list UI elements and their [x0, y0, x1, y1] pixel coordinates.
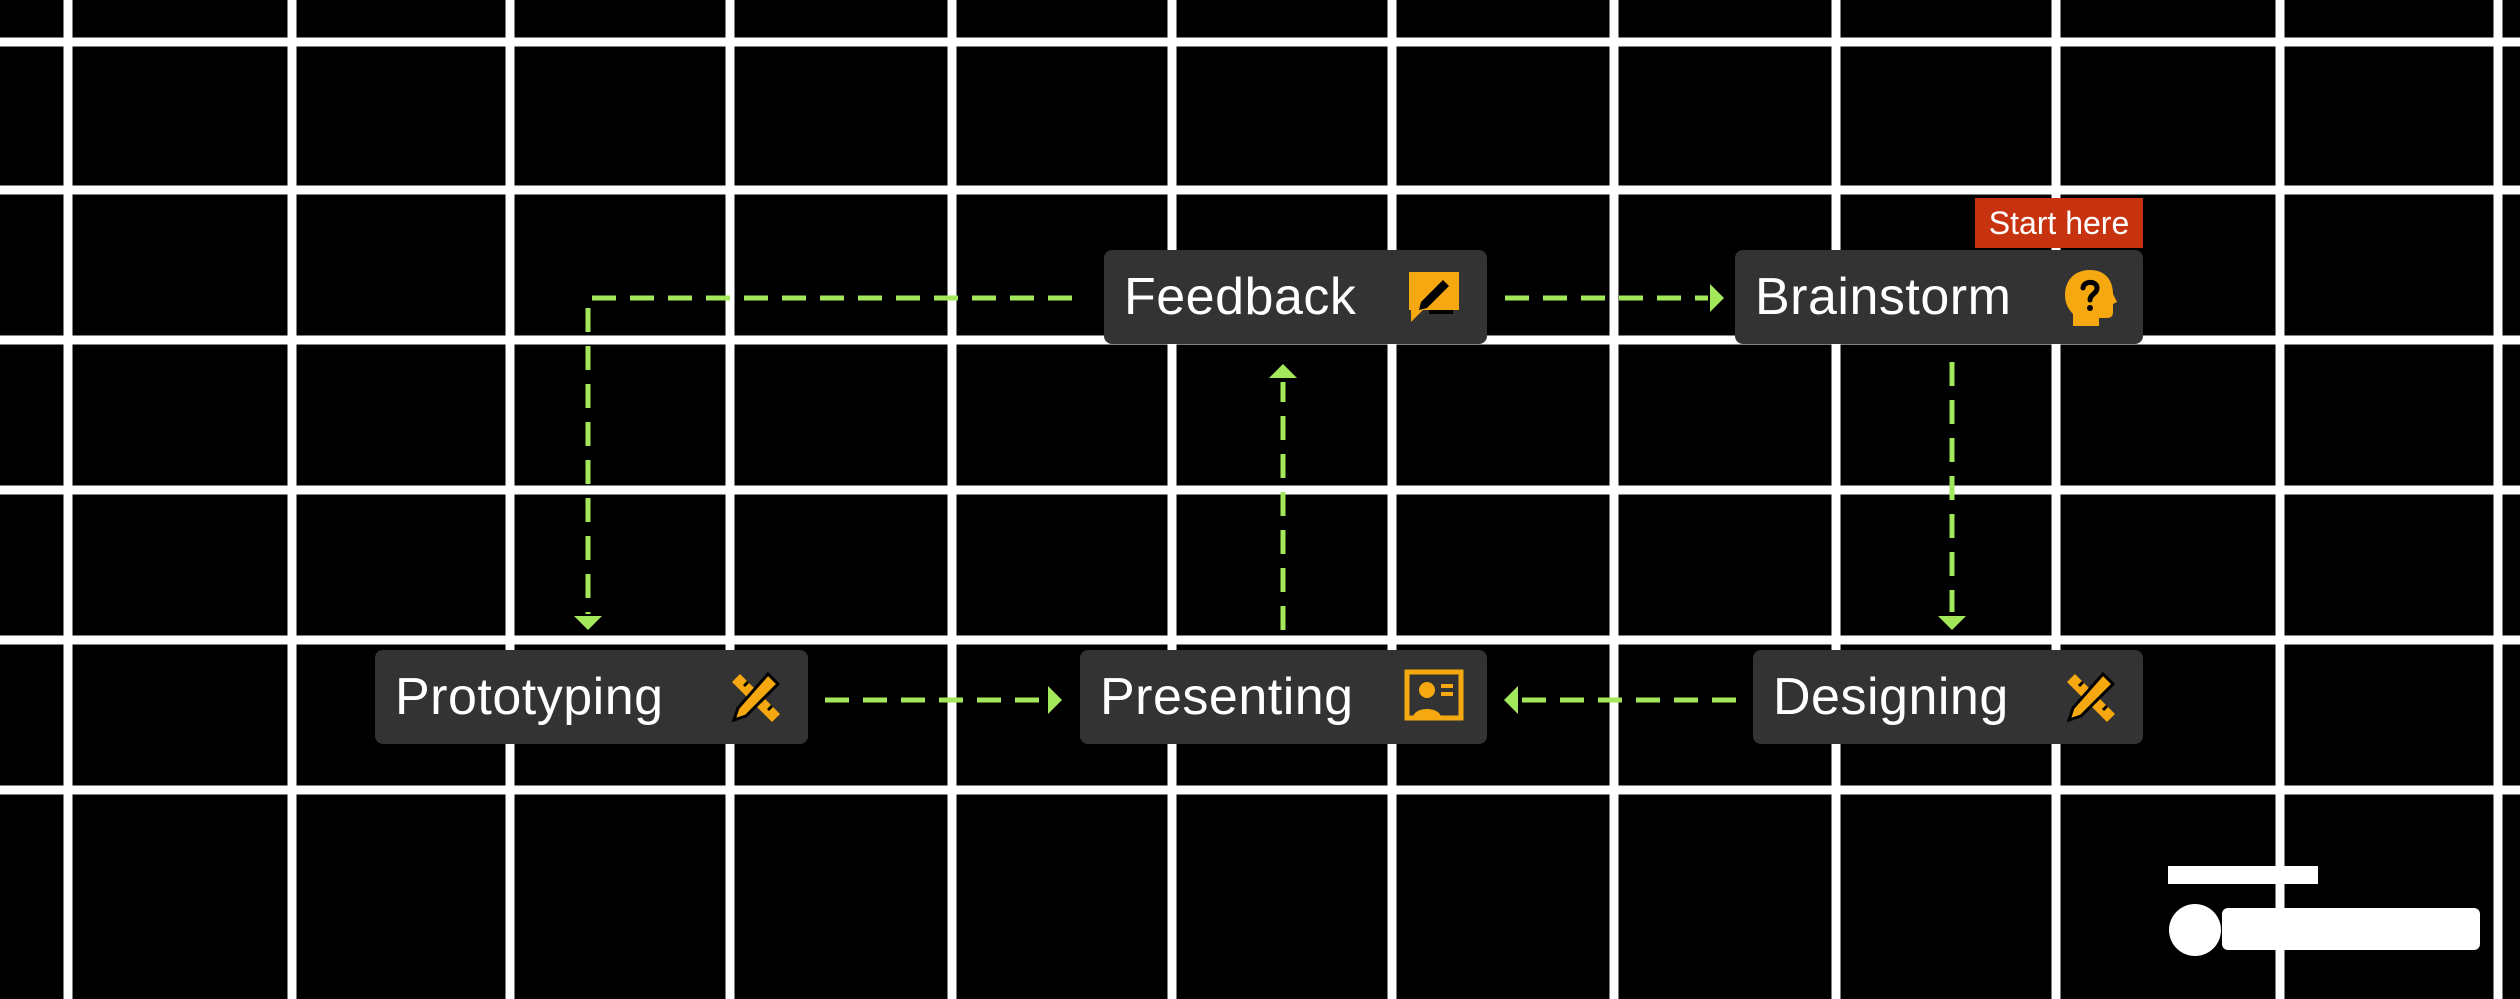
node-feedback[interactable]: Feedback	[1104, 250, 1487, 344]
connector-arrowhead	[1269, 364, 1297, 378]
connector-arrowhead	[1504, 686, 1518, 714]
watermark-shapes	[2168, 866, 2480, 956]
feedback-chat-pen-icon	[1409, 272, 1459, 322]
connector-line	[585, 295, 1072, 614]
node-brainstorm[interactable]: Brainstorm	[1735, 250, 2143, 344]
presentation-person-icon	[1404, 669, 1464, 721]
connector-arrowhead	[1048, 686, 1062, 714]
node-label: Prototyping	[395, 668, 664, 726]
node-label: Feedback	[1124, 268, 1357, 326]
connector-arrowhead	[1710, 284, 1724, 312]
node-prototyping[interactable]: Prototyping	[375, 650, 808, 744]
start-here-badge: Start here	[1975, 198, 2143, 248]
head-question-icon	[2065, 270, 2117, 326]
node-label: Designing	[1773, 668, 2009, 726]
connector-arrowhead	[574, 616, 602, 630]
connector-arrowhead	[1938, 616, 1966, 630]
watermark-tag-bar	[2168, 866, 2318, 884]
pencil-ruler-icon	[2066, 671, 2116, 723]
watermark-wordmark	[2222, 908, 2480, 950]
node-presenting[interactable]: Presenting	[1080, 650, 1487, 744]
node-designing[interactable]: Designing	[1753, 650, 2143, 744]
pencil-ruler-icon	[731, 671, 781, 723]
node-label: Brainstorm	[1755, 268, 2012, 326]
watermark-logo-mark	[2169, 904, 2221, 956]
connector-layer	[574, 284, 1966, 714]
node-label: Presenting	[1100, 668, 1354, 726]
